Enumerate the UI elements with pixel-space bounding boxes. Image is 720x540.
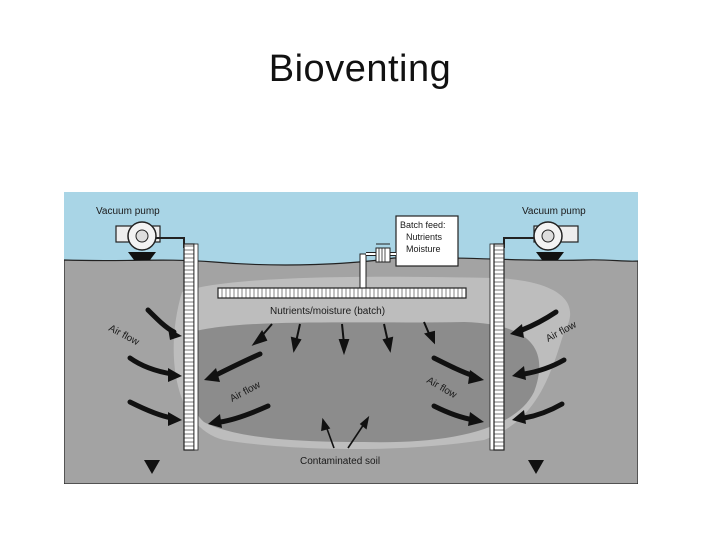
bioventing-diagram: Batch feed: Nutrients Moisture Vacuum pu…	[63, 192, 639, 485]
batch-feed-label: Batch feed:	[400, 220, 446, 230]
water-table-marker-icon	[528, 460, 544, 474]
air-flow-arrow-icon	[145, 307, 182, 340]
air-flow-arrow-icon	[512, 401, 565, 424]
batch-feed-nutrients: Nutrients	[406, 232, 443, 242]
air-flow-arrow-icon	[127, 399, 182, 426]
water-table-marker-icon	[144, 460, 160, 474]
page-title: Bioventing	[268, 48, 452, 90]
vacuum-pump-icon	[503, 221, 579, 260]
air-flow-arrow-icon	[431, 355, 484, 384]
contaminated-soil-pointer-arrows	[321, 415, 370, 449]
air-flow-arrow-icon	[512, 357, 567, 380]
air-flow-arrow-icon	[431, 403, 484, 426]
nutrient-flow-arrows	[251, 321, 435, 356]
nutrients-batch-label: Nutrients/moisture (batch)	[270, 306, 385, 317]
contaminated-soil-label: Contaminated soil	[300, 456, 380, 467]
feed-valve-icon	[375, 243, 391, 263]
vacuum-pump-left-label: Vacuum pump	[96, 206, 160, 217]
extraction-well-right	[493, 243, 505, 451]
extraction-well-left	[183, 243, 195, 451]
batch-feed-box: Batch feed: Nutrients Moisture	[395, 215, 459, 267]
air-flow-arrow-icon	[208, 403, 271, 428]
vacuum-pump-icon	[115, 221, 185, 260]
batch-feed-moisture: Moisture	[406, 244, 441, 254]
air-flow-arrow-icon	[204, 351, 263, 382]
air-flow-arrow-icon	[127, 355, 182, 382]
vacuum-pump-right-label: Vacuum pump	[522, 206, 586, 217]
air-flow-arrow-icon	[510, 309, 559, 338]
distribution-pipe	[217, 287, 467, 299]
diagram-svg: Batch feed: Nutrients Moisture Vacuum pu…	[63, 192, 639, 485]
